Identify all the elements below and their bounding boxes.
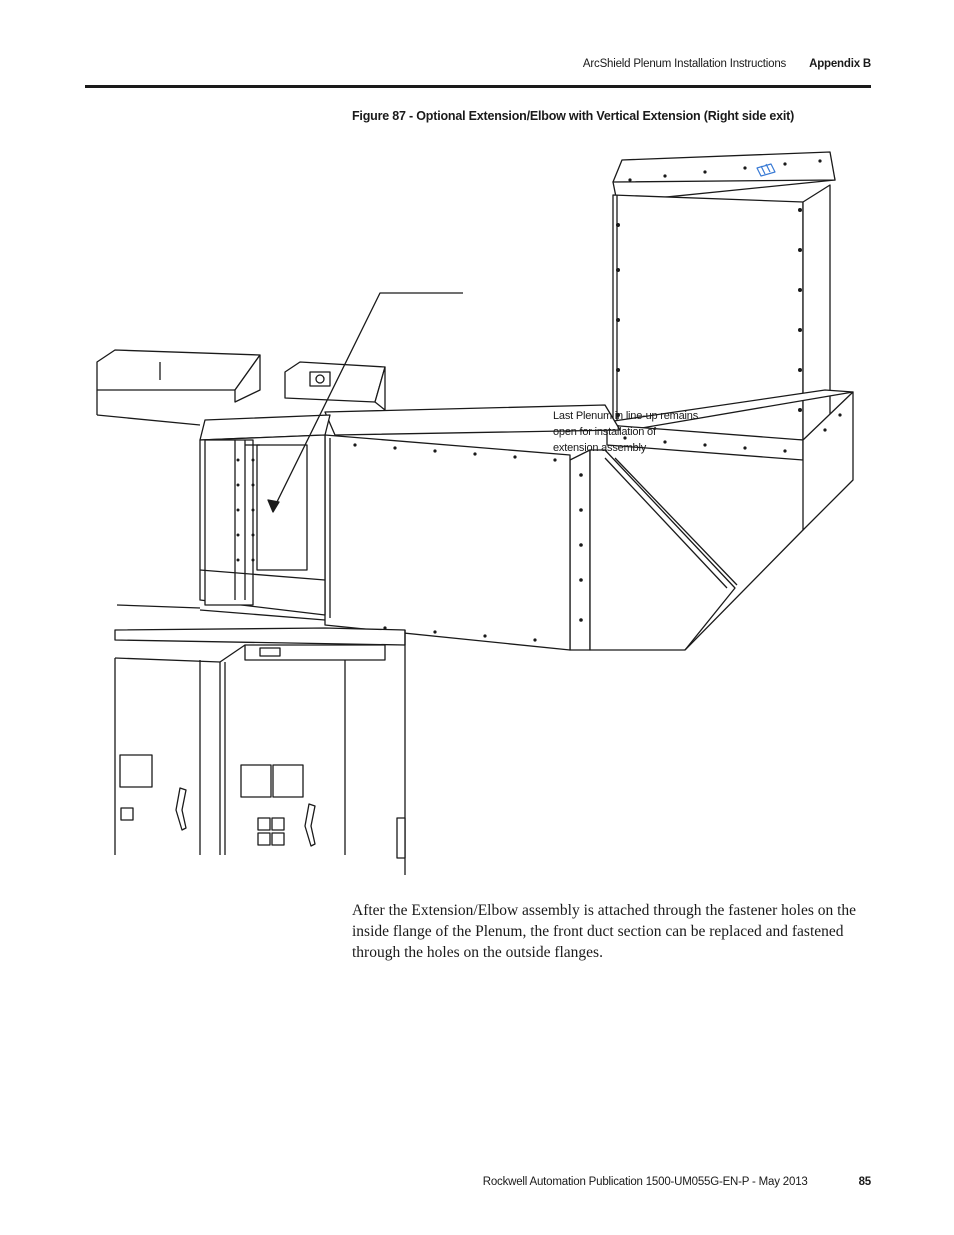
page-footer: Rockwell Automation Publication 1500-UM0… — [483, 1176, 871, 1188]
callout-leader — [267, 292, 463, 513]
horizontal-duct — [324, 404, 621, 651]
publication-info: Rockwell Automation Publication 1500-UM0… — [482, 1176, 808, 1188]
publication-title: ArcShield Plenum Installation Instructio… — [582, 58, 787, 70]
plenum-drawing: Last Plenum in line-up remains open for … — [85, 140, 871, 885]
vertical-extension — [612, 151, 836, 441]
body-paragraph: After the Extension/Elbow assembly is at… — [352, 902, 857, 961]
open-plenum — [199, 414, 331, 621]
page-number: 85 — [858, 1176, 872, 1188]
page-header: ArcShield Plenum Installation Instructio… — [583, 58, 871, 70]
header-rule — [85, 85, 871, 88]
callout-line: extension assembly — [553, 442, 647, 454]
elbow-section — [569, 389, 854, 651]
adjacent-plenums — [96, 349, 386, 609]
figure-callout: Last Plenum in line-up remains open for … — [553, 408, 703, 456]
figure-caption: Figure 87 - Optional Extension/Elbow wit… — [352, 109, 795, 123]
section-label: Appendix B — [809, 58, 871, 70]
switchgear-cabinets — [114, 627, 406, 875]
callout-line: open for installation of — [553, 426, 656, 438]
callout-line: Last Plenum in line-up remains — [553, 410, 699, 422]
